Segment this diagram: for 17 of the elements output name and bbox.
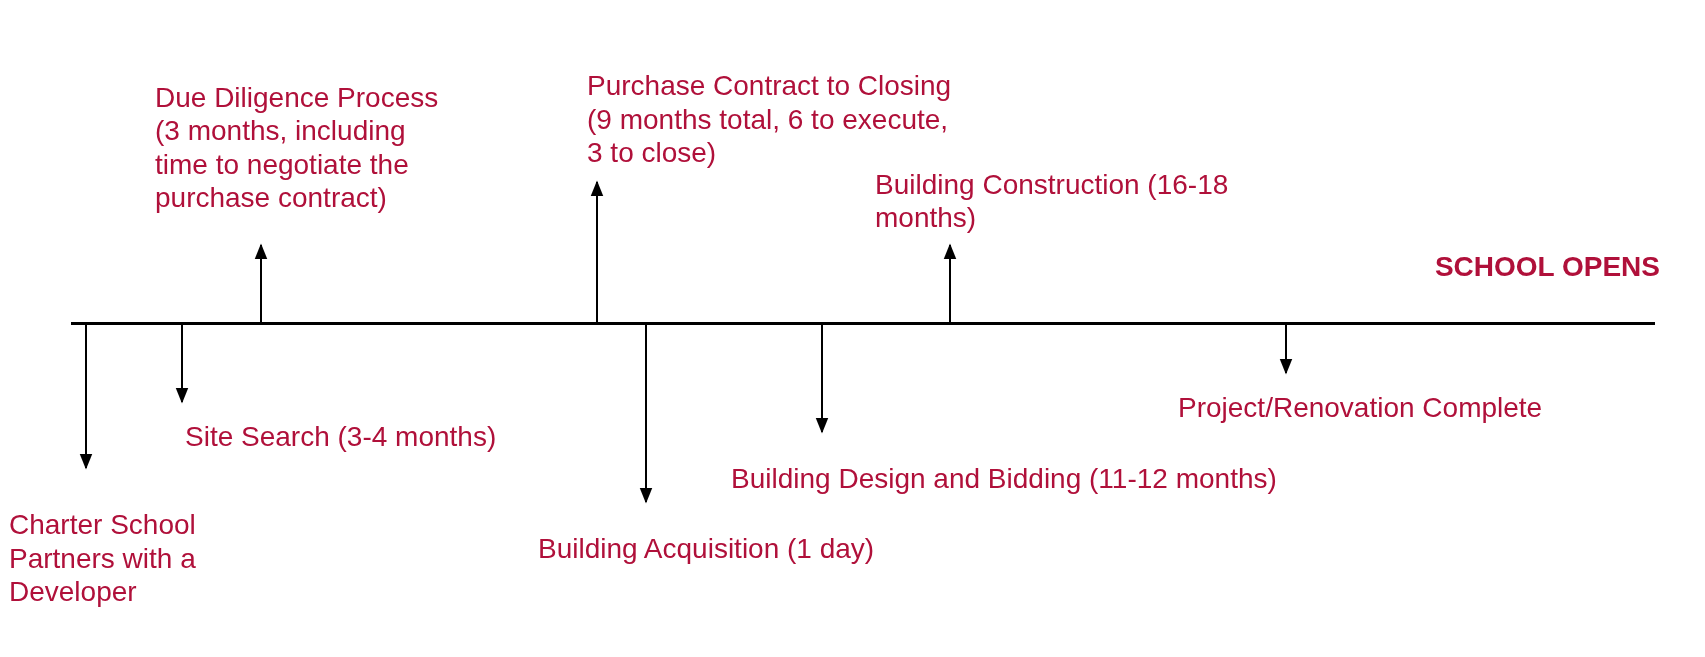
arrow: [639, 324, 653, 504]
milestone-heading: SCHOOL OPENS: [1434, 250, 1660, 284]
milestone-label: Building Construction (16-18 months): [875, 167, 1295, 245]
milestone-label: Building Design and Bidding (11-12 months): [731, 432, 1371, 496]
milestone-label: Project/Renovation Complete: [1178, 373, 1618, 425]
arrow: [175, 324, 189, 404]
milestone-label: Due Diligence Process (3 months, including time to negotiate the purchase contract): [155, 80, 463, 245]
milestone-label: Charter School Partners with a Developer: [9, 468, 279, 609]
arrow: [590, 180, 604, 323]
arrow: [1279, 324, 1293, 375]
milestone-label: Building Acquisition (1 day): [538, 502, 998, 566]
arrow: [254, 243, 268, 323]
arrow: [943, 243, 957, 323]
timeline-line: [71, 322, 1655, 325]
milestone-label: Site Search (3-4 months): [185, 402, 605, 454]
arrow: [79, 324, 93, 470]
arrow: [815, 324, 829, 434]
